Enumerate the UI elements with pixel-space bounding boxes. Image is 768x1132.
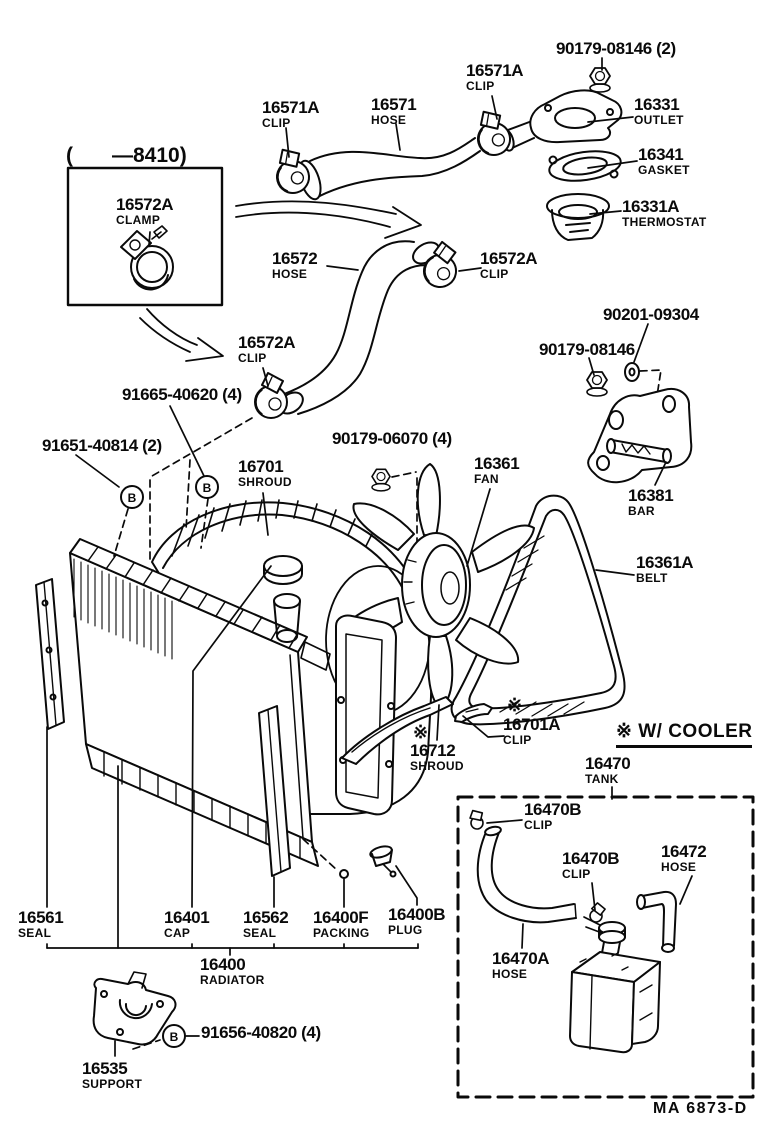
- plug-16400B-drawing: [369, 845, 397, 878]
- dashed-assembly-lines: [113, 369, 662, 1050]
- belt-16361A-drawing: [450, 494, 626, 726]
- variant-note-range: —8410): [112, 144, 187, 167]
- cooler-marker: ※: [507, 695, 523, 715]
- thermostat-16331A-drawing: [546, 193, 610, 241]
- lower-hose-16572-drawing: [278, 240, 440, 415]
- part-label-90179-08146-2: 90179-08146 (2): [556, 39, 676, 58]
- seal-16561-drawing: [35, 578, 65, 730]
- circled-b-glyph: B: [170, 1030, 179, 1044]
- reserve-tank-16470-drawing: [476, 825, 677, 1054]
- packing-16400F-drawing: [339, 869, 349, 879]
- part-label-91656-40820: 91656-40820 (4): [201, 1023, 321, 1042]
- circled-b-marker: B: [162, 1024, 186, 1048]
- radiator-16400-drawing: [69, 538, 331, 867]
- shroud-frame-drawing: [335, 614, 397, 816]
- seal-16562-drawing: [258, 705, 291, 877]
- bar-16381-drawing: [587, 388, 693, 484]
- gasket-16341-drawing: [548, 150, 622, 182]
- leader-lines: [46, 57, 693, 1057]
- figure-code: MA 6873-D: [653, 1100, 748, 1117]
- part-label-90179-08146: 90179-08146: [539, 340, 635, 359]
- circled-b-marker: B: [195, 475, 219, 499]
- with-cooler-note: ※ W/ COOLER: [616, 720, 753, 748]
- cooler-option-box: [456, 795, 755, 1099]
- circled-b-glyph: B: [203, 481, 212, 495]
- part-label-91651-40814: 91651-40814 (2): [42, 436, 162, 455]
- cooler-marker: ※: [413, 722, 429, 742]
- direction-arrows: [139, 200, 422, 362]
- washer-90201-drawing: [624, 362, 640, 382]
- part-label-91665-40620: 91665-40620 (4): [122, 385, 242, 404]
- shroud-16712-drawing: [341, 696, 454, 765]
- support-16535-drawing: [92, 971, 177, 1046]
- variant-note-paren: (: [66, 144, 73, 167]
- circled-b-marker: B: [120, 485, 144, 509]
- circled-b-glyph: B: [128, 491, 137, 505]
- variant-box-8410: [66, 166, 224, 307]
- water-outlet-16331-drawing: [529, 89, 623, 144]
- part-label-90201-09304: 90201-09304: [603, 305, 699, 324]
- part-label-90179-06070: 90179-06070 (4): [332, 429, 452, 448]
